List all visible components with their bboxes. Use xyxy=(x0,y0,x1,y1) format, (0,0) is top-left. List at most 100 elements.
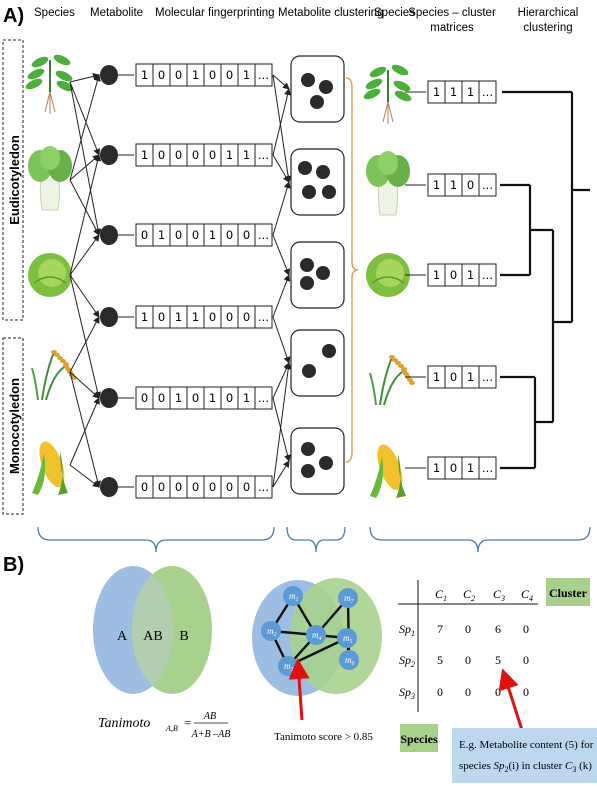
tanimoto-sub: A,B xyxy=(165,724,178,733)
cluster-dot xyxy=(322,185,336,199)
species-metabolite-edge xyxy=(69,316,100,373)
matrix-value: 0 xyxy=(450,268,457,282)
cluster-dot xyxy=(310,95,324,109)
fingerprint-value: 0 xyxy=(192,391,199,405)
species-metabolite-edge xyxy=(69,464,100,488)
network-node xyxy=(337,628,357,648)
eudicot-box xyxy=(2,39,24,321)
note-line-2: species Sp2(i) in cluster C3 (k) xyxy=(459,760,592,774)
fingerprint-value: ... xyxy=(258,228,269,242)
fingerprint-cluster-edge xyxy=(272,316,291,364)
header-matrices-1: Species – cluster xyxy=(408,7,496,19)
fingerprint-cluster-edge xyxy=(272,234,291,276)
fingerprint-cell xyxy=(254,143,273,167)
plant-husk xyxy=(370,456,384,498)
note-line-1: E.g. Metabolite content (5) for xyxy=(459,739,594,751)
plant-leaf xyxy=(53,54,71,66)
plant-leaf xyxy=(394,90,412,102)
fingerprint-cell xyxy=(254,386,273,410)
table-col-header: C3 xyxy=(493,587,505,603)
header-matrices-2: matrices xyxy=(430,22,474,34)
tanimoto-eq: = xyxy=(184,715,191,730)
matrix-cell xyxy=(478,263,497,287)
table-cell: 0 xyxy=(465,685,471,699)
species-bokchoy-icon xyxy=(28,146,72,211)
species-cabbage-icon xyxy=(28,253,72,297)
fingerprint-value: 0 xyxy=(226,68,233,82)
cluster-dot xyxy=(322,344,336,358)
fingerprint-cluster-edge xyxy=(272,362,292,488)
fingerprint-value: 0 xyxy=(243,228,250,242)
cluster-box xyxy=(290,427,345,495)
fingerprint-value: 0 xyxy=(158,391,165,405)
species-metabolite-edge xyxy=(69,154,100,181)
table-cell: 5 xyxy=(437,653,443,667)
plant-leaf xyxy=(369,372,377,406)
network-node-label: m5 xyxy=(343,633,353,645)
cluster-dot xyxy=(302,364,316,378)
cluster-label: Cluster xyxy=(549,586,588,600)
cluster-label-box xyxy=(546,578,590,606)
plant-leaf xyxy=(55,70,73,82)
plant-vein xyxy=(371,276,405,284)
cluster-dot xyxy=(316,165,330,179)
table-row-header: Sp2 xyxy=(399,653,415,669)
matrix-cell xyxy=(478,80,497,104)
fingerprint-value: 1 xyxy=(226,148,233,162)
plant-husk xyxy=(32,453,46,495)
table-row-header: Sp3 xyxy=(399,685,415,701)
network-node xyxy=(306,625,326,645)
plant-roots xyxy=(44,91,56,114)
species-metabolite-edge xyxy=(69,73,100,83)
brace-right xyxy=(369,526,591,553)
fingerprint-value: 0 xyxy=(209,310,216,324)
tanimoto-den: A+B –AB xyxy=(191,729,231,740)
orange-brace xyxy=(345,77,359,463)
network-node-label: m2 xyxy=(267,626,277,638)
species-metabolite-edge xyxy=(69,81,101,156)
venn-b-label: B xyxy=(179,629,188,644)
cluster-dot xyxy=(298,161,312,175)
header-hier-2: clustering xyxy=(523,22,572,34)
cluster-dot xyxy=(300,276,314,290)
fingerprint-value: 1 xyxy=(192,68,199,82)
matrix-value: ... xyxy=(482,178,493,192)
plant-leaf xyxy=(27,68,45,80)
plant-grain xyxy=(392,358,398,362)
fingerprint-value: 0 xyxy=(209,148,216,162)
fingerprint-value: 0 xyxy=(226,480,233,494)
matrix-value: 0 xyxy=(467,178,474,192)
species-weed-icon xyxy=(363,64,412,124)
plant-leaf xyxy=(391,64,409,76)
cluster-dot xyxy=(319,456,333,470)
species-weed-icon xyxy=(25,54,74,114)
header-hier-1: Hierarchical xyxy=(518,7,579,19)
plant-grain xyxy=(57,356,63,360)
fingerprint-value: 0 xyxy=(243,310,250,324)
species-metabolite-edge xyxy=(69,74,101,181)
matrix-cell xyxy=(478,456,497,480)
tanimoto-formula: Tanimoto A,B = AB A+B –AB xyxy=(98,711,230,740)
species-metabolite-edge xyxy=(69,179,100,236)
fingerprint-value: 0 xyxy=(243,480,250,494)
fingerprint-cluster-edge xyxy=(272,397,291,462)
plant-cob xyxy=(39,441,65,488)
table-cell: 7 xyxy=(437,622,443,636)
network-caption: Tanimoto score > 0.85 xyxy=(274,731,373,743)
fingerprint-value: 1 xyxy=(175,391,182,405)
species-rice-icon xyxy=(369,355,415,406)
fingerprint-cluster-edge xyxy=(272,181,291,236)
fingerprint-cluster-edge xyxy=(272,460,290,488)
table-cell: 5 xyxy=(495,653,501,667)
fingerprint-value: 1 xyxy=(243,391,250,405)
brace-left xyxy=(37,526,275,553)
header-clustering: Metabolite clustering xyxy=(278,7,383,19)
matrix-value: 1 xyxy=(433,370,440,384)
plant-stem xyxy=(383,370,405,406)
venn-a-label: A xyxy=(117,629,128,644)
matrix-value: ... xyxy=(482,268,493,282)
plant-leaf xyxy=(378,151,398,175)
monocot-label: Monocotyledon xyxy=(7,378,22,474)
network-node xyxy=(283,586,303,606)
